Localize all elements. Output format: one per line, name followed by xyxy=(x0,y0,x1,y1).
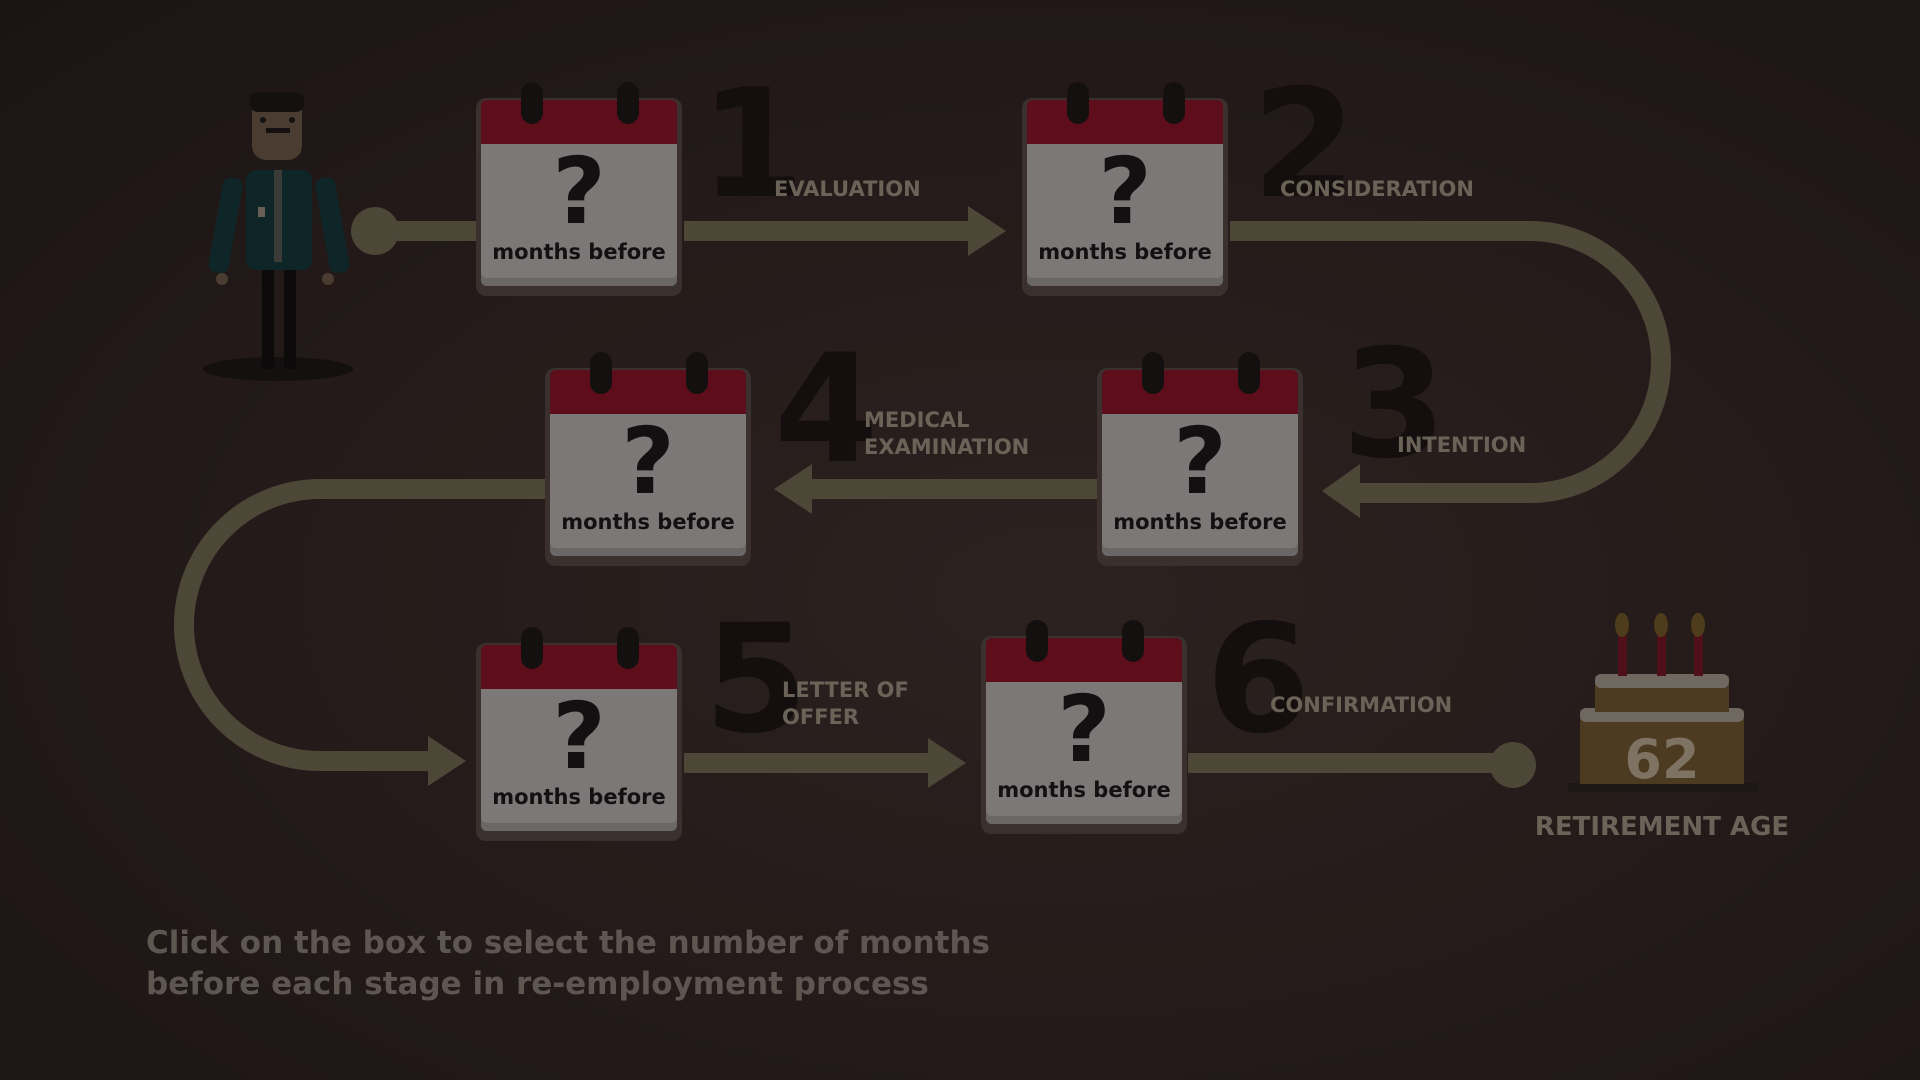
arrow-head-1 xyxy=(968,206,1006,256)
calendar-stage-5[interactable]: ? months before xyxy=(476,627,682,841)
arrow-head-4 xyxy=(428,736,466,786)
months-caption: months before xyxy=(492,240,666,264)
months-value: ? xyxy=(1098,138,1152,245)
calendar-stage-1[interactable]: ? months before xyxy=(476,82,682,296)
months-value: ? xyxy=(552,138,606,245)
months-caption: months before xyxy=(492,785,666,809)
stage-label-4: MEDICAL EXAMINATION xyxy=(864,408,1030,459)
stage-number-4: 4 xyxy=(774,323,879,497)
months-caption: months before xyxy=(1113,510,1287,534)
retirement-age-value: 62 xyxy=(1624,728,1700,791)
stage-number-1: 1 xyxy=(700,58,805,232)
months-value: ? xyxy=(621,408,675,515)
calendar-stage-2[interactable]: ? months before xyxy=(1022,82,1228,296)
path-start-dot xyxy=(351,207,399,255)
stage-label-6: CONFIRMATION xyxy=(1270,693,1453,717)
months-caption: months before xyxy=(997,778,1171,802)
months-value: ? xyxy=(1057,676,1111,783)
stage-label-1: EVALUATION xyxy=(774,177,921,201)
stage-label-2: CONSIDERATION xyxy=(1280,177,1474,201)
calendar-icon xyxy=(481,645,677,691)
calendar-icon xyxy=(481,100,677,146)
instruction-text: Click on the box to select the number of… xyxy=(146,925,990,1002)
stage-number-5: 5 xyxy=(704,593,809,767)
retirement-age-label: RETIREMENT AGE xyxy=(1534,812,1790,842)
calendar-icon xyxy=(550,370,746,416)
person-icon xyxy=(203,92,353,381)
stage-number-6: 6 xyxy=(1206,593,1311,767)
arrow-head-5 xyxy=(928,738,966,788)
calendar-icon xyxy=(1102,370,1298,416)
cake-icon xyxy=(1568,613,1758,792)
months-caption: months before xyxy=(561,510,735,534)
calendar-icon xyxy=(1027,100,1223,146)
path-2-3 xyxy=(1230,221,1671,503)
calendar-icon xyxy=(986,638,1182,684)
calendar-stage-4[interactable]: ? months before xyxy=(545,352,751,566)
path-end-dot xyxy=(1490,742,1536,788)
stage-number-3: 3 xyxy=(1342,318,1447,492)
months-value: ? xyxy=(552,683,606,790)
path-4-5 xyxy=(174,479,545,771)
calendar-stage-6[interactable]: ? months before xyxy=(981,620,1187,834)
months-caption: months before xyxy=(1038,240,1212,264)
stage-label-3: INTENTION xyxy=(1397,433,1527,457)
calendar-stage-3[interactable]: ? months before xyxy=(1097,352,1303,566)
arrow-head-2 xyxy=(1322,464,1360,518)
stage-label-5: LETTER OF OFFER xyxy=(782,678,909,729)
months-value: ? xyxy=(1173,408,1227,515)
stage-number-2: 2 xyxy=(1252,58,1357,232)
arrow-head-3 xyxy=(774,464,812,514)
